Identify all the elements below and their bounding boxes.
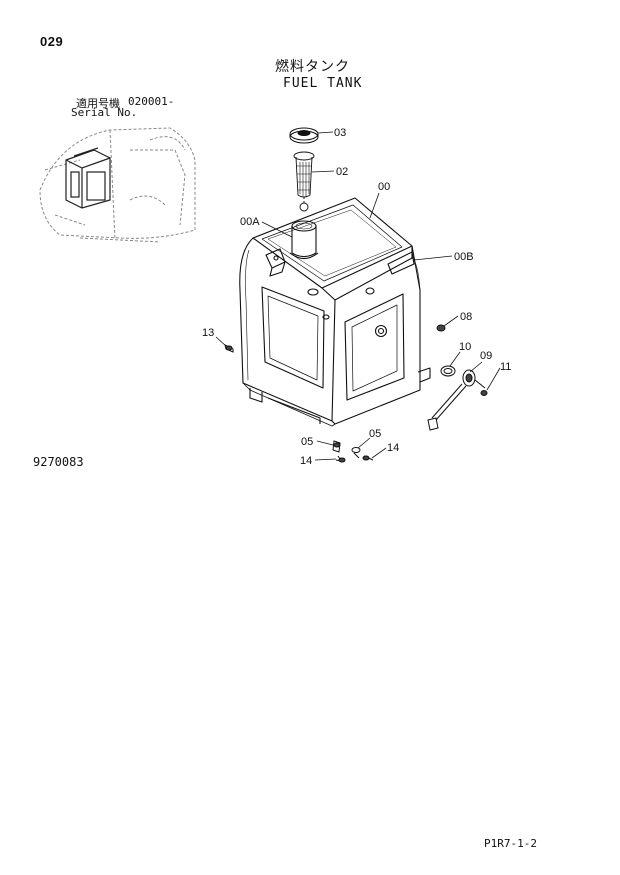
callout-11: 11 [500, 361, 511, 373]
serial-label-japanese: 適用号機 [76, 98, 120, 110]
footer-code: P1R7-1-2 [484, 837, 537, 850]
callout-14b: 14 [387, 442, 399, 454]
fuel-sensor-09-part [427, 369, 486, 431]
leader-lines [215, 131, 501, 461]
callout-02: 02 [336, 166, 348, 178]
callout-09: 09 [480, 350, 492, 362]
machine-location-thumbnail [39, 127, 196, 243]
strainer-part [293, 151, 315, 212]
screw-11-part [480, 390, 488, 396]
callout-03: 03 [334, 127, 346, 139]
figure-id: 9270083 [33, 455, 84, 469]
callout-05b: 05 [369, 428, 381, 440]
callout-labels: 03 02 00 00A 00B 08 13 10 09 11 05 05 14… [202, 127, 511, 467]
bolt-13-part [224, 344, 234, 353]
gasket-10-part [440, 365, 456, 377]
serial-label-english: Serial No. [71, 106, 138, 119]
callout-08: 08 [460, 311, 472, 323]
bolts-14-part [335, 455, 374, 463]
callout-13: 13 [202, 327, 214, 339]
fuel-tank-body [239, 197, 431, 427]
callout-00: 00 [378, 181, 390, 193]
callout-00B: 00B [454, 251, 474, 263]
callout-14a: 14 [300, 455, 312, 467]
filler-cap-part [289, 127, 319, 144]
plug-08-part [436, 324, 446, 332]
tank-location-highlight [65, 147, 111, 209]
serial-code: 020001- [128, 95, 175, 108]
page-number: 029 [40, 34, 64, 49]
title-japanese: 燃料タンク [275, 58, 350, 74]
washers-05-part [332, 440, 361, 459]
callout-00A: 00A [240, 216, 260, 228]
callout-05a: 05 [301, 436, 313, 448]
title-english: FUEL TANK [283, 76, 363, 91]
callout-10: 10 [459, 341, 471, 353]
